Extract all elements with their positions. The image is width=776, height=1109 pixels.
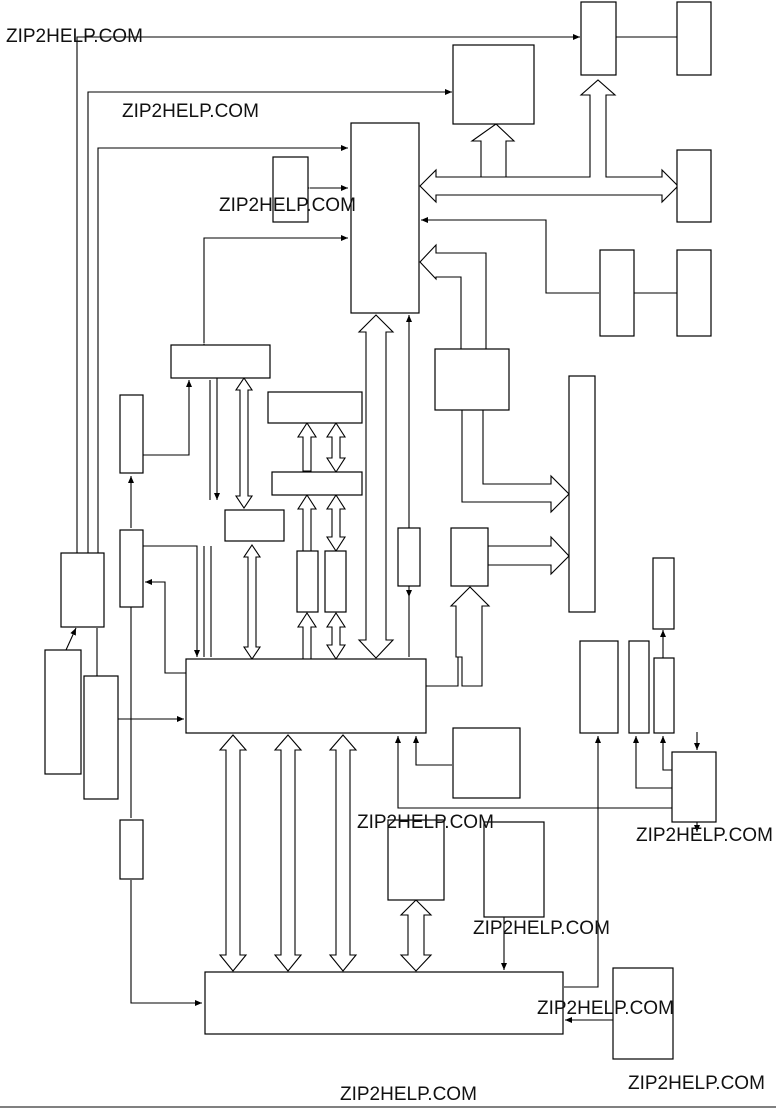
bus-arrow-to-top-box [470, 123, 516, 178]
block-top-right-a [580, 1, 617, 76]
block-mid-small [224, 509, 285, 542]
block-right-mid [676, 149, 712, 223]
block-right-pair-a [599, 249, 635, 337]
block-far-left-2 [83, 675, 119, 800]
bus-arrow-to-tall-bar-1 [461, 409, 570, 514]
watermark-1: ZIP2HELP.COM [6, 26, 143, 47]
bus-arrow-controller-central [357, 314, 395, 659]
block-narrow-3 [397, 527, 421, 587]
bus-arrow-central-to-small-box [449, 586, 491, 687]
block-central [185, 658, 427, 734]
block-narrow-1 [296, 550, 319, 613]
bus-arrow-bottom-2 [273, 734, 303, 972]
block-top-right-b [676, 1, 712, 76]
bus-arrow-right-to-controller [419, 243, 487, 350]
block-small-left-of-controller [272, 156, 309, 223]
watermark-7: ZIP2HELP.COM [537, 998, 674, 1019]
block-bottom-right [612, 967, 674, 1060]
block-right-of-controller-low [434, 348, 510, 411]
watermark-6: ZIP2HELP.COM [473, 918, 610, 939]
bus-arrow-bottom-4 [399, 899, 433, 972]
bus-arrow-mid-8 [325, 611, 347, 661]
block-right-cluster-c [653, 657, 675, 734]
bus-arrows [218, 79, 679, 972]
block-upper-middle [452, 44, 535, 125]
block-left-small-2 [119, 529, 144, 608]
block-small-right-of-narrow [450, 527, 489, 587]
bus-arrow-mid-2 [242, 544, 262, 660]
block-right-pair-b [676, 249, 712, 337]
block-right-cluster-d [671, 751, 717, 823]
block-controller [350, 122, 420, 314]
block-mid-wide-1 [267, 391, 363, 424]
block-right-cluster-top [652, 557, 675, 630]
watermark-8: ZIP2HELP.COM [628, 1073, 765, 1094]
block-lower-mid-b [483, 821, 545, 918]
bus-arrow-mid-6 [325, 493, 347, 553]
block-lower-mid-a [387, 819, 445, 901]
block-lower-mid-square [452, 727, 521, 799]
watermark-2: ZIP2HELP.COM [122, 101, 259, 122]
bus-arrow-mid-5 [296, 493, 318, 552]
watermark-4: ZIP2HELP.COM [357, 812, 494, 833]
bus-arrow-mid-4 [325, 421, 347, 474]
block-bottom-long [204, 971, 564, 1035]
bus-arrow-mid-3 [296, 421, 318, 472]
watermark-3: ZIP2HELP.COM [219, 195, 356, 216]
signal-lines [65, 34, 700, 1023]
block-tall-bar [568, 375, 596, 613]
bus-arrow-bottom-3 [328, 734, 358, 972]
block-horizontal-bus-top [170, 344, 271, 379]
block-narrow-2 [324, 550, 347, 613]
blocks [44, 1, 717, 1060]
bus-arrow-top-horizontal [419, 79, 679, 204]
bus-arrow-mid-1 [234, 377, 254, 509]
block-left-small-1 [119, 394, 144, 474]
bus-arrow-mid-7 [296, 611, 318, 660]
watermarks: ZIP2HELP.COM ZIP2HELP.COM ZIP2HELP.COM Z… [6, 26, 773, 1105]
watermark-9: ZIP2HELP.COM [340, 1084, 477, 1105]
block-left-input [60, 552, 105, 628]
block-mid-wide-2 [271, 471, 363, 496]
block-right-cluster-b [628, 640, 650, 734]
bus-arrow-bottom-1 [218, 734, 248, 972]
bus-arrow-to-tall-bar-2 [487, 535, 570, 576]
block-right-cluster-a [579, 640, 619, 734]
block-far-left-1 [44, 649, 82, 775]
block-lower-left-small [119, 819, 144, 880]
watermark-5: ZIP2HELP.COM [636, 825, 773, 846]
